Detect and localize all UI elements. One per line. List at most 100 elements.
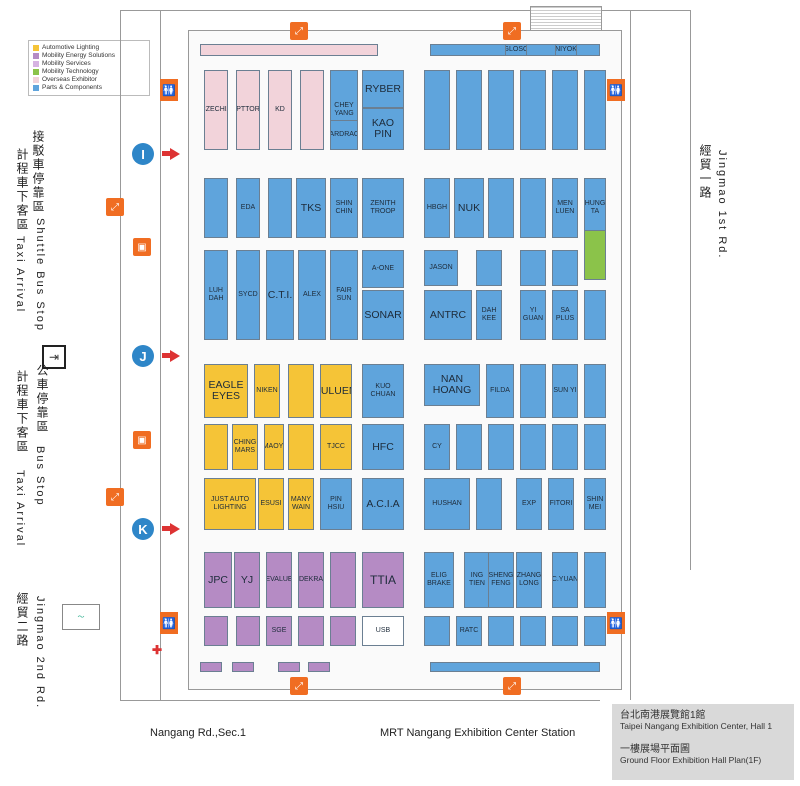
booth-evalue[interactable]: EVALUE — [266, 552, 292, 608]
booth-cti[interactable]: C.T.I. — [266, 250, 294, 340]
booth-cy[interactable]: CY — [424, 424, 450, 470]
booth-tks[interactable]: TKS — [296, 178, 326, 238]
booth-menluen[interactable]: MEN LUEN — [552, 178, 578, 238]
booth-exp[interactable]: EXP — [516, 478, 542, 530]
booth-kd[interactable]: KD — [268, 70, 292, 150]
booth-hungta[interactable]: HUNG TA — [584, 178, 606, 238]
booth-maoyi[interactable]: MAOYI — [264, 424, 284, 470]
booth-acia[interactable]: A.C.I.A — [362, 478, 404, 530]
booth[interactable] — [430, 662, 600, 672]
booth[interactable] — [232, 662, 254, 672]
booth-sycd[interactable]: SYCD — [236, 250, 260, 340]
booth-ingtien[interactable]: ING TIEN — [464, 552, 490, 608]
entrance-k-marker[interactable]: K — [132, 518, 154, 540]
booth[interactable] — [424, 616, 450, 646]
booth-justauto[interactable]: JUST AUTO LIGHTING — [204, 478, 256, 530]
booth-hbgh[interactable]: HBGH — [424, 178, 450, 238]
booth-zhanglong[interactable]: ZHANG LONG — [516, 552, 542, 608]
booth-niyok[interactable]: NIYOK — [555, 44, 577, 56]
booth-ratc[interactable]: RATC — [456, 616, 482, 646]
booth[interactable] — [584, 70, 606, 150]
booth[interactable] — [476, 250, 502, 286]
booth[interactable] — [300, 70, 324, 150]
booth-esusi[interactable]: ESUSI — [258, 478, 284, 530]
booth-mobility-tech[interactable] — [584, 230, 606, 280]
booth-niken[interactable]: NIKEN — [254, 364, 280, 418]
booth[interactable] — [288, 364, 314, 418]
booth-jpc[interactable]: JPC — [204, 552, 232, 608]
booth-eagleeyes[interactable]: EAGLE EYES — [204, 364, 248, 418]
booth[interactable] — [552, 70, 578, 150]
booth-czecha[interactable]: CZECHIA — [204, 70, 228, 150]
booth[interactable] — [584, 290, 606, 340]
booth-hushan[interactable]: HUSHAN — [424, 478, 470, 530]
booth-nuk[interactable]: NUK — [454, 178, 484, 238]
booth-eligbrake[interactable]: ELIG BRAKE — [424, 552, 454, 608]
booth[interactable] — [288, 424, 314, 470]
booth-shinmei[interactable]: SHIN MEI — [584, 478, 606, 530]
booth-fairsun[interactable]: FAIR SUN — [330, 250, 358, 340]
booth[interactable] — [488, 424, 514, 470]
booth-sunyi[interactable]: SUN YI — [552, 364, 578, 418]
booth-tjcc[interactable]: TJCC — [320, 424, 352, 470]
booth-shinchin[interactable]: SHIN CHIN — [330, 178, 358, 238]
booth-ttia[interactable]: TTIA — [362, 552, 404, 608]
booth-yj[interactable]: YJ — [234, 552, 260, 608]
booth-dahkee[interactable]: DAH KEE — [476, 290, 502, 340]
booth[interactable] — [584, 552, 606, 608]
booth-luhdah[interactable]: LUH DAH — [204, 250, 228, 340]
booth-gloso[interactable]: GLOSO — [505, 44, 527, 56]
booth[interactable] — [520, 364, 546, 418]
booth[interactable] — [476, 478, 502, 530]
booth[interactable] — [200, 44, 378, 56]
booth-cyuan[interactable]: C.YUAN — [552, 552, 578, 608]
booth-sge[interactable]: SGE — [266, 616, 292, 646]
booth-aone[interactable]: A-ONE — [362, 250, 404, 288]
entrance-j-marker[interactable]: J — [132, 345, 154, 367]
booth-yiguan[interactable]: YI GUAN — [520, 290, 546, 340]
booth[interactable] — [520, 250, 546, 286]
booth[interactable] — [204, 424, 228, 470]
booth-dekra[interactable]: DEKRA — [298, 552, 324, 608]
booth[interactable] — [298, 616, 324, 646]
booth[interactable] — [584, 364, 606, 418]
booth-chingmars[interactable]: CHING MARS — [232, 424, 258, 470]
booth-sonar[interactable]: SONAR — [362, 290, 404, 340]
booth-usb[interactable]: USB — [362, 616, 404, 646]
booth-kaopin[interactable]: KAO PIN — [362, 108, 404, 150]
booth[interactable] — [268, 178, 292, 238]
booth-nanhoang[interactable]: NAN HOANG — [424, 364, 480, 406]
booth[interactable] — [424, 70, 450, 150]
booth[interactable] — [204, 178, 228, 238]
booth[interactable] — [308, 662, 330, 672]
booth-fitori[interactable]: FITORI — [548, 478, 574, 530]
booth-filda[interactable]: FILDA — [486, 364, 514, 418]
booth[interactable] — [520, 424, 546, 470]
booth[interactable] — [488, 616, 514, 646]
booth-pinhsiu[interactable]: PIN HSIU — [320, 478, 352, 530]
entrance-i-marker[interactable]: I — [132, 143, 154, 165]
booth[interactable] — [488, 70, 514, 150]
booth-hfc[interactable]: HFC — [362, 424, 404, 470]
booth-eda[interactable]: EDA — [236, 178, 260, 238]
booth-kuochuan[interactable]: KUO CHUAN — [362, 364, 404, 418]
booth[interactable] — [278, 662, 300, 672]
booth[interactable] — [552, 616, 578, 646]
booth[interactable] — [330, 552, 356, 608]
booth[interactable] — [456, 424, 482, 470]
booth-saplus[interactable]: SA PLUS — [552, 290, 578, 340]
booth-pttor[interactable]: PTTOR — [236, 70, 260, 150]
booth[interactable] — [456, 70, 482, 150]
booth[interactable] — [204, 616, 228, 646]
booth-zenith[interactable]: ZENITH TROOP — [362, 178, 404, 238]
booth[interactable] — [520, 178, 546, 238]
booth-julien[interactable]: JULUEN — [320, 364, 352, 418]
booth[interactable] — [584, 616, 606, 646]
booth-hardrace[interactable]: HARDRACE — [330, 120, 358, 150]
booth[interactable] — [552, 250, 578, 286]
booth[interactable] — [236, 616, 260, 646]
booth-ryber[interactable]: RYBER — [362, 70, 404, 108]
booth[interactable] — [552, 424, 578, 470]
booth[interactable] — [488, 178, 514, 238]
booth[interactable] — [330, 616, 356, 646]
